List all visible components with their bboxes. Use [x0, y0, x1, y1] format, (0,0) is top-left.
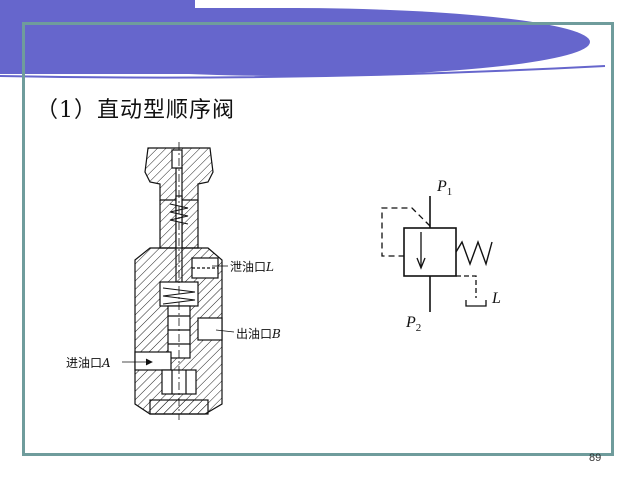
slide-frame	[22, 22, 614, 456]
tank-symbol	[465, 300, 487, 307]
outlet-port	[197, 317, 223, 341]
p1-label: P1	[437, 178, 453, 199]
inlet-port-label: 进油口A	[66, 356, 111, 370]
pilot-line	[381, 207, 431, 257]
inlet-port	[134, 351, 172, 371]
spring-symbol	[455, 239, 493, 267]
valve-section-view	[134, 142, 223, 420]
drain-line	[456, 275, 477, 298]
l-label: L	[492, 290, 501, 307]
page-number: 89	[589, 452, 602, 464]
main-spring	[162, 287, 196, 305]
outlet-leader	[215, 329, 235, 333]
p2-label: P2	[406, 314, 422, 335]
valve-box	[403, 227, 457, 277]
outlet-port-label: 出油口B	[236, 327, 281, 341]
slide-title: （1）直动型顺序阀	[36, 98, 235, 123]
header-banner	[0, 0, 606, 79]
sequence-valve-symbol	[381, 196, 493, 312]
drain-port-label: 泄油口L	[230, 260, 274, 274]
